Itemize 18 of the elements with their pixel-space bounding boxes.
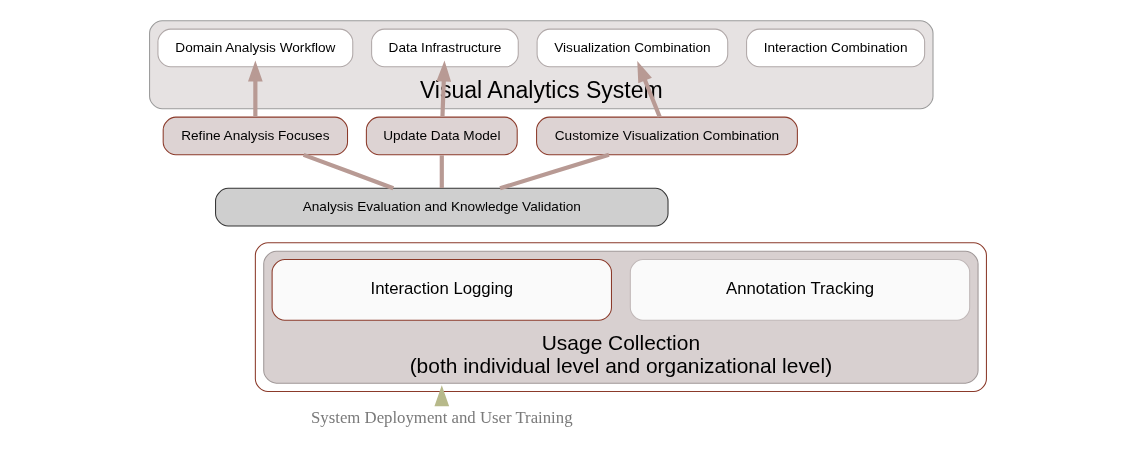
- arrow: [247, 60, 263, 117]
- connector: [439, 155, 444, 188]
- node-box: Data Infrastructure: [370, 28, 519, 68]
- node-box: Update Data Model: [365, 116, 518, 156]
- arrow: [636, 61, 662, 118]
- node-box: Visualization Combination: [536, 28, 728, 68]
- node-box: Customize Visualization Combination: [535, 116, 798, 156]
- arrow: [435, 60, 451, 117]
- node-box: Interaction Logging: [271, 259, 612, 321]
- node-box: Refine Analysis Focuses: [162, 116, 348, 156]
- connector: [302, 152, 394, 191]
- node-box: Domain Analysis Workflow: [156, 28, 353, 68]
- connector: [498, 152, 610, 191]
- arrow: [433, 385, 449, 407]
- node-box: Annotation Tracking: [629, 259, 970, 321]
- node-text: System Deployment and User Training: [310, 407, 573, 427]
- node-box: Analysis Evaluation and Knowledge Validation: [214, 187, 669, 227]
- node-box: Interaction Combination: [745, 28, 925, 68]
